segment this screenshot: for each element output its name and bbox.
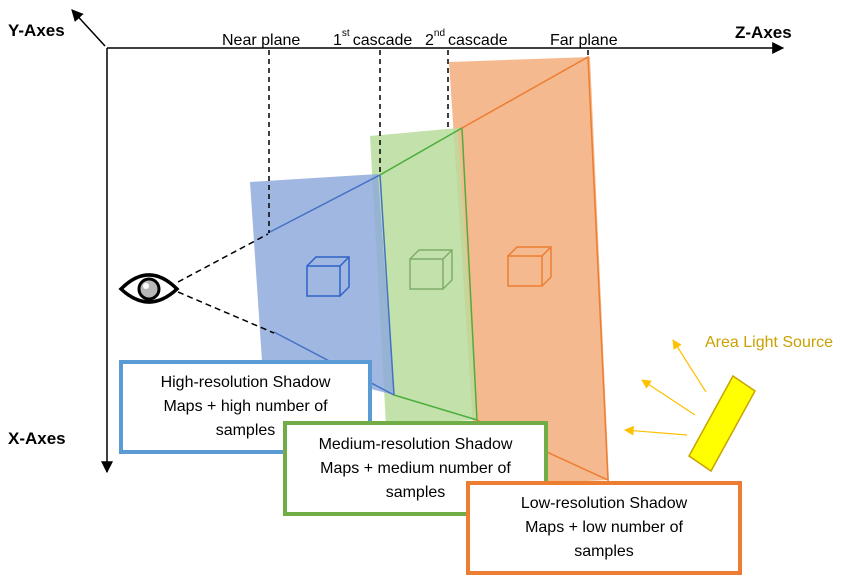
z-axis-title: Z-Axes: [735, 23, 792, 42]
view-ray-top: [177, 233, 269, 283]
light-ray-1: [672, 339, 707, 393]
x-axis-title: X-Axes: [8, 429, 66, 448]
y-axis-title: Y-Axes: [8, 21, 65, 40]
second-cascade-slab: [370, 128, 477, 425]
high-box-line-1: High-resolution Shadow: [160, 374, 331, 391]
light-ray-3: [624, 425, 688, 436]
low-box-line-3: samples: [574, 543, 634, 560]
medium-box-line-2: Maps + medium number of: [320, 459, 511, 477]
light-ray-2: [641, 379, 696, 416]
low-box-line-1: Low-resolution Shadow: [520, 495, 688, 512]
far-cascade-slab: [449, 57, 609, 486]
blue-cube-icon: [306, 256, 350, 297]
orange-cube-icon: [507, 246, 552, 287]
green-cube-icon: [409, 249, 453, 290]
area-light-label: Area Light Source: [705, 334, 833, 351]
second-frustum-outline: [379, 126, 478, 422]
medium-box-line-3: samples: [385, 483, 446, 501]
first-cascade-slab: [250, 174, 394, 395]
low-box-line-2: Maps + low number of: [525, 519, 683, 536]
near-plane-label: Near plane: [222, 32, 300, 49]
y-axis-line: [71, 9, 106, 47]
view-ray-bottom: [177, 291, 275, 334]
high-box-line-2: Maps + high number of: [163, 398, 328, 415]
low-resolution-box: Low-resolution Shadow Maps + low number …: [466, 481, 742, 575]
high-box-line-3: samples: [215, 422, 276, 439]
medium-box-line-1: Medium-resolution Shadow: [318, 435, 513, 453]
area-light-icon: [688, 374, 756, 473]
eye-icon: [118, 273, 180, 304]
far-plane-label: Far plane: [550, 32, 618, 49]
